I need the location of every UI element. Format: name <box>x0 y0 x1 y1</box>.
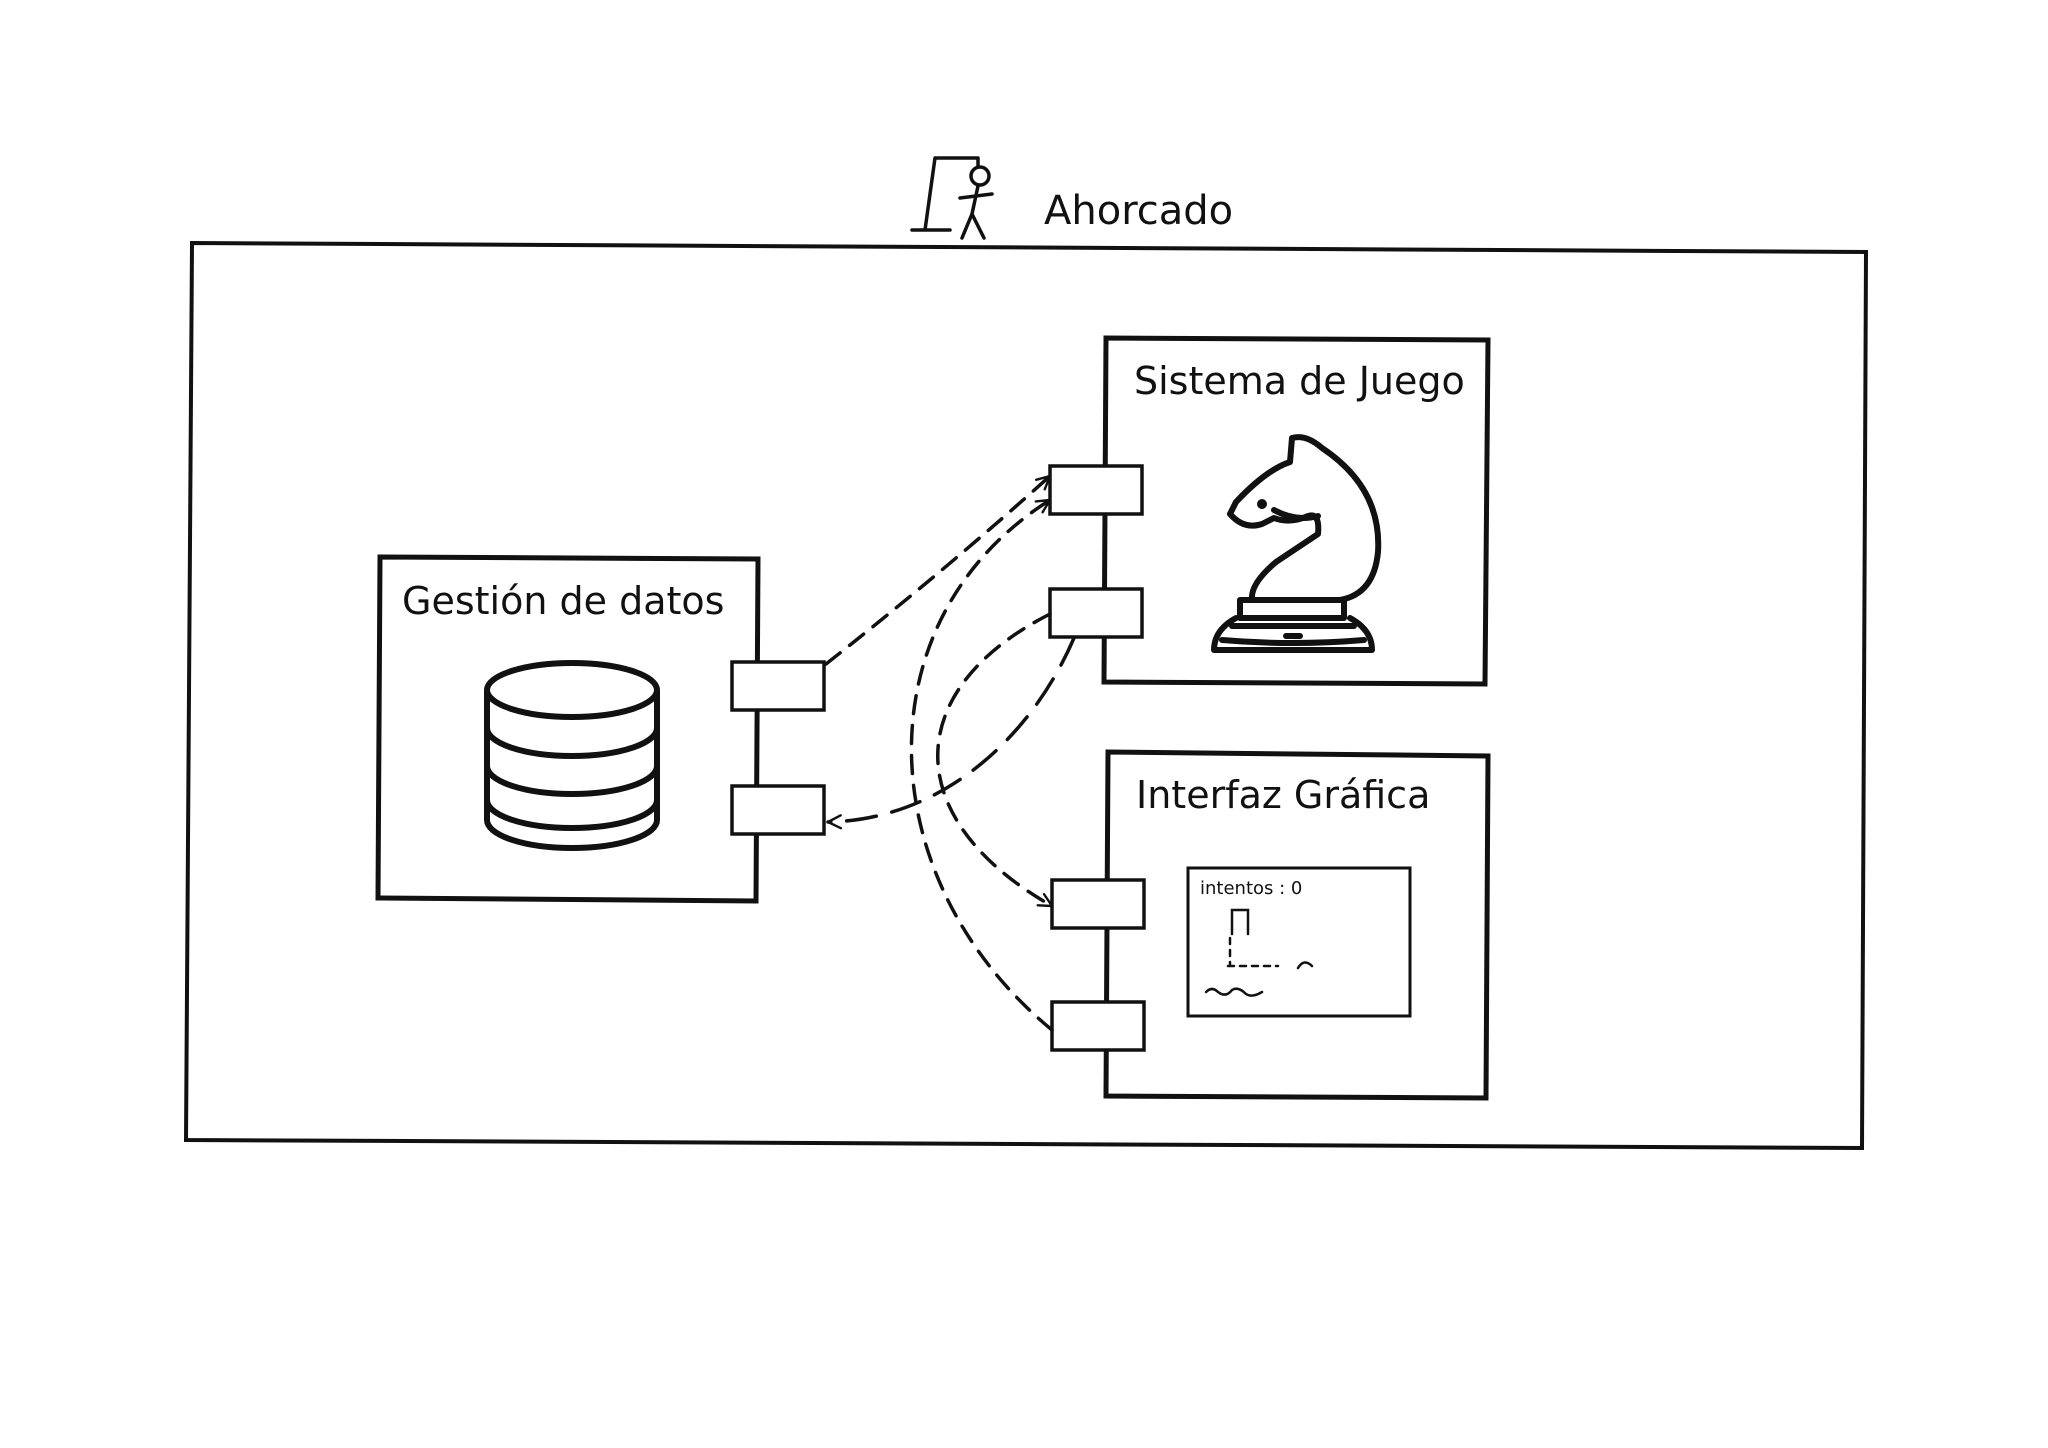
data-management-label: Gestión de datos <box>402 579 724 623</box>
data-management-component: Gestión de datos <box>375 554 826 904</box>
gui-component: Interfaz Gráfica intentos : 0 <box>1050 749 1491 1101</box>
game-screen-icon: intentos : 0 <box>1186 866 1412 1018</box>
gui-port-in <box>1050 878 1146 930</box>
connector-data-to-game <box>824 474 1052 666</box>
connector-game-to-gui <box>936 612 1054 908</box>
gui-port-out <box>1050 1000 1146 1052</box>
game-system-component: Sistema de Juego <box>1048 335 1491 687</box>
game-port-in <box>1048 464 1144 516</box>
gui-label: Interfaz Gráfica <box>1136 773 1430 817</box>
game-port-out <box>1048 587 1144 639</box>
connector-game-to-data <box>826 636 1076 830</box>
connector-gui-to-game <box>909 498 1054 1032</box>
database-icon <box>484 660 660 851</box>
screen-attempts-text: intentos : 0 <box>1200 878 1302 899</box>
game-system-label: Sistema de Juego <box>1134 359 1465 403</box>
hangman-icon <box>910 156 994 240</box>
data-port-out <box>730 660 826 712</box>
system-boundary <box>183 240 1869 1151</box>
chess-knight-icon <box>1211 434 1382 653</box>
diagram-title: Ahorcado <box>1044 188 1233 234</box>
data-port-in <box>730 784 826 836</box>
